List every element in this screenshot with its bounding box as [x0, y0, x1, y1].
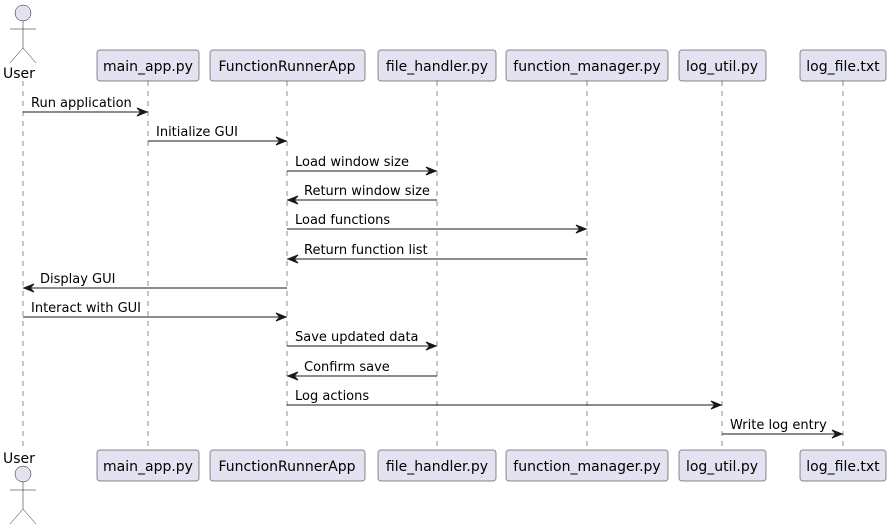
participant-box — [678, 449, 767, 482]
participant-box — [377, 49, 497, 82]
participant-label: log_file.txt — [806, 59, 880, 75]
participant-function_manager-bottom: function_manager.py — [505, 449, 669, 482]
participant-label-bottom-user: User — [3, 451, 35, 467]
message-label: Save updated data — [295, 330, 419, 345]
message-12: Write log entry — [722, 418, 844, 439]
message-8: Interact with GUI — [23, 301, 288, 322]
participant-log_util-top: log_util.py — [678, 49, 767, 82]
participant-label: function_manager.py — [513, 59, 660, 75]
participant-headers-bottom: User main_app.py FunctionRunnerApp file_han… — [3, 449, 887, 525]
participant-label: main_app.py — [103, 59, 193, 75]
actor-leg-left-icon — [9, 47, 24, 64]
participant-box — [209, 449, 366, 482]
message-3: Load window size — [287, 155, 438, 176]
arrowhead-icon — [136, 107, 149, 117]
participant-headers-top: User main_app.py FunctionRunnerApp file_han… — [3, 4, 887, 82]
arrowhead-icon — [710, 400, 723, 410]
message-label: Interact with GUI — [31, 301, 141, 316]
participant-file_handler-bottom: file_handler.py — [377, 449, 497, 482]
message-label: Display GUI — [40, 272, 115, 287]
message-11: Log actions — [287, 389, 723, 410]
participant-log_file-top: log_file.txt — [799, 49, 887, 82]
participant-box — [505, 49, 669, 82]
lifelines — [22, 81, 844, 450]
participant-label: function_manager.py — [513, 459, 660, 475]
participant-main_app-top: main_app.py — [96, 49, 200, 82]
message-label: Log actions — [295, 389, 369, 404]
participant-label: FunctionRunnerApp — [219, 59, 356, 75]
arrowhead-icon — [831, 429, 844, 439]
participant-box — [799, 449, 887, 482]
participant-label-top-user: User — [3, 66, 35, 82]
actor-head-icon — [14, 4, 32, 22]
message-9: Save updated data — [287, 330, 438, 351]
actor-user — [9, 4, 37, 64]
arrowhead-icon — [286, 195, 299, 205]
actor-user — [9, 465, 37, 525]
message-2: Initialize GUI — [148, 125, 288, 146]
message-4: Return window size — [286, 184, 437, 205]
participant-label: file_handler.py — [386, 59, 488, 75]
participant-label: log_file.txt — [806, 459, 880, 475]
message-label: Run application — [31, 96, 132, 111]
message-label: Load window size — [295, 155, 409, 170]
message-7: Display GUI — [22, 272, 287, 293]
participant-box — [678, 49, 767, 82]
participant-box — [505, 449, 669, 482]
participant-box — [96, 449, 200, 482]
arrowhead-icon — [286, 254, 299, 264]
message-label: Load functions — [295, 213, 390, 228]
actor-head-icon — [14, 465, 32, 483]
message-1: Run application — [23, 96, 149, 117]
participant-log_util-bottom: log_util.py — [678, 449, 767, 482]
arrowhead-icon — [575, 224, 588, 234]
arrowhead-icon — [275, 312, 288, 322]
participant-runner-bottom: FunctionRunnerApp — [209, 449, 366, 482]
message-label: Write log entry — [730, 418, 827, 433]
arrowhead-icon — [275, 136, 288, 146]
participant-box — [377, 449, 497, 482]
arrowhead-icon — [425, 166, 438, 176]
participant-label: log_util.py — [686, 59, 758, 75]
participant-log_file-bottom: log_file.txt — [799, 449, 887, 482]
participant-file_handler-top: file_handler.py — [377, 49, 497, 82]
message-label: Initialize GUI — [156, 125, 238, 140]
arrowhead-icon — [425, 341, 438, 351]
participant-box — [96, 49, 200, 82]
participant-label: log_util.py — [686, 459, 758, 475]
participant-label: main_app.py — [103, 459, 193, 475]
arrowhead-icon — [286, 371, 299, 381]
participant-label: file_handler.py — [386, 459, 488, 475]
actor-leg-right-icon — [22, 47, 37, 64]
participant-box — [799, 49, 887, 82]
message-10: Confirm save — [286, 360, 437, 381]
actor-leg-left-icon — [9, 508, 24, 525]
message-label: Return window size — [304, 184, 430, 199]
actor-leg-right-icon — [22, 508, 37, 525]
participant-box — [209, 49, 366, 82]
message-label: Return function list — [304, 243, 428, 258]
message-6: Return function list — [286, 243, 587, 264]
participant-label: FunctionRunnerApp — [219, 459, 356, 475]
message-label: Confirm save — [304, 360, 390, 375]
participant-function_manager-top: function_manager.py — [505, 49, 669, 82]
message-5: Load functions — [287, 213, 588, 234]
participant-main_app-bottom: main_app.py — [96, 449, 200, 482]
arrowhead-icon — [22, 283, 35, 293]
participant-runner-top: FunctionRunnerApp — [209, 49, 366, 82]
